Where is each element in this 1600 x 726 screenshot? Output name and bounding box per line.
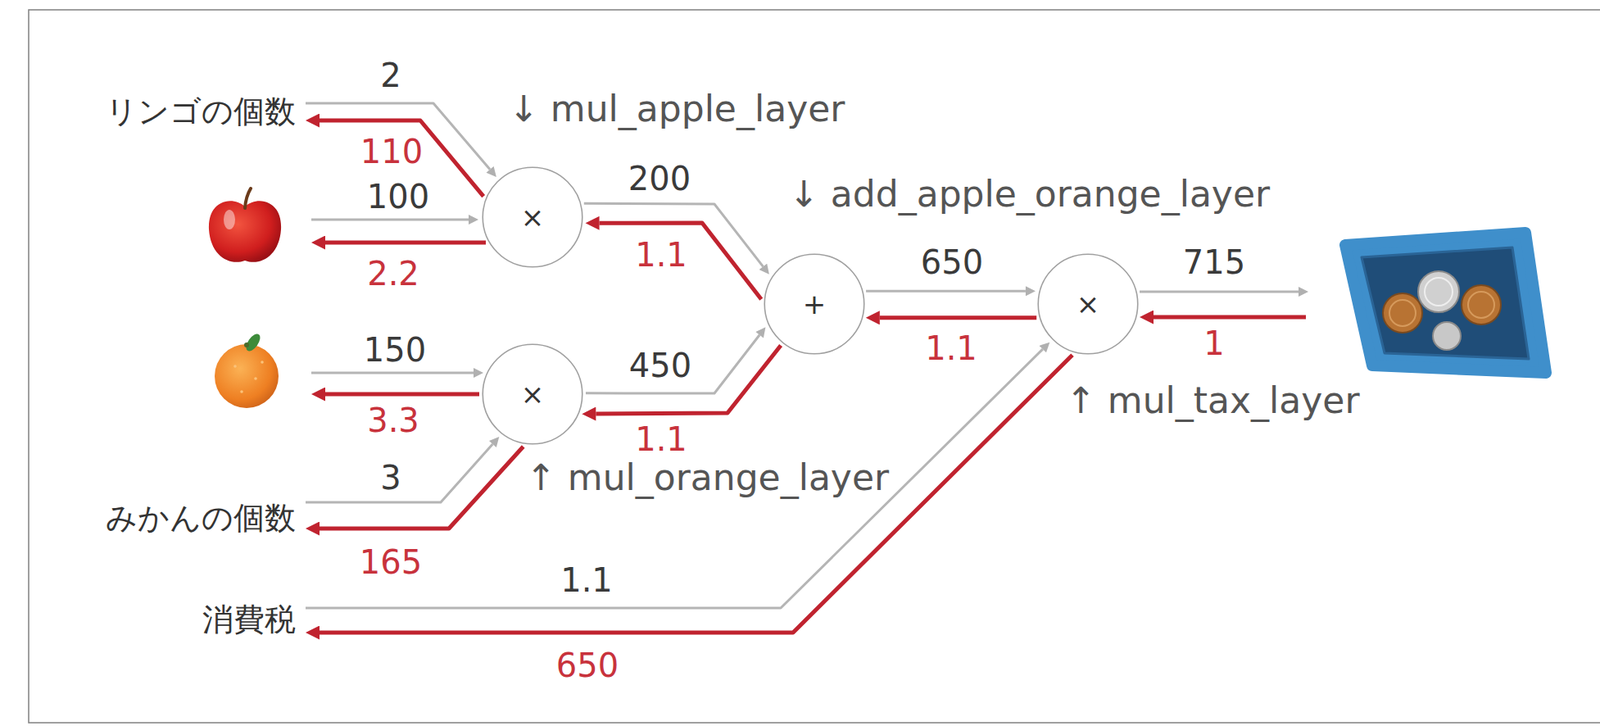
edge-value: 1.1 [922, 330, 980, 367]
wire-value: 3.3 [364, 402, 422, 439]
coin-ring [1468, 291, 1495, 318]
coin [1432, 321, 1461, 350]
wire-value: 150 [361, 331, 429, 368]
tray-rim [1345, 232, 1546, 373]
layer-name: ↓ add_apple_orange_layer [787, 174, 1272, 214]
wire-value: 1 [1201, 325, 1227, 362]
input-label: リンゴの個数 [105, 91, 296, 132]
input-label: 消費税 [202, 599, 296, 640]
edge-value: 200 [625, 160, 694, 197]
orange-stem [244, 342, 250, 348]
orange-leaf [243, 331, 263, 354]
coin-ring [1389, 299, 1416, 327]
backward-wire [1153, 315, 1306, 320]
operation-node: × [1037, 253, 1139, 355]
edge-value: 450 [626, 347, 694, 384]
node-text: リンゴの個数 [105, 91, 296, 132]
forward-wire [311, 218, 469, 222]
node-text: × [521, 203, 545, 232]
node-circle [482, 344, 583, 445]
forward-wire [1139, 290, 1299, 294]
backward-connector [319, 354, 1073, 633]
layer-name: ↑ mul_tax_layer [1064, 380, 1361, 421]
node-text: × [1076, 290, 1101, 318]
operation-node: × [481, 166, 584, 268]
edge-value: 2 [377, 57, 404, 94]
edge-value: 165 [357, 543, 425, 581]
node-text: みかんの個数 [105, 498, 296, 539]
wire-value: 2.2 [364, 255, 422, 292]
forward-connector [865, 290, 1026, 293]
edge-value: 1.1 [632, 421, 690, 458]
edge-value: 650 [553, 647, 621, 684]
backward-wire [325, 240, 486, 245]
backward-connector [319, 446, 524, 529]
forward-connector [305, 444, 493, 503]
forward-connector [585, 335, 760, 394]
layer-name: ↓ mul_apple_layer [507, 89, 847, 129]
node-circle [482, 167, 583, 268]
coin [1382, 293, 1423, 333]
node-text: 消費税 [202, 599, 296, 640]
forward-connector [305, 103, 490, 170]
orange-illustration [214, 331, 279, 408]
orange-dot [253, 376, 258, 381]
coin-tray-illustration [1345, 232, 1546, 373]
backward-connector [599, 222, 762, 300]
backward-wire [325, 392, 480, 397]
apple-highlight [223, 209, 236, 230]
coin-ring [1424, 277, 1453, 306]
operation-node: + [763, 253, 866, 355]
operation-node: × [481, 343, 584, 445]
backward-connector [595, 345, 781, 415]
backward-connector [879, 315, 1037, 320]
apple-body [208, 200, 282, 263]
orange-dot [260, 360, 264, 364]
forward-wire [311, 371, 474, 375]
apple-stem [244, 188, 251, 209]
node-text: + [802, 290, 827, 318]
edge-value: 650 [918, 244, 986, 281]
edge-value: 1.1 [632, 236, 690, 273]
coin [1461, 285, 1501, 325]
wire-value: 100 [364, 178, 432, 215]
edge-value: 3 [377, 459, 404, 496]
coin [1418, 271, 1460, 313]
node-text: × [521, 380, 545, 408]
edge-value: 1.1 [557, 562, 616, 599]
orange-dot [233, 364, 237, 368]
node-circle [764, 253, 865, 354]
node-circle [1037, 253, 1138, 354]
apple-illustration [208, 188, 282, 263]
orange-body [214, 344, 279, 408]
diagram-frame [28, 9, 1600, 723]
layer-name: ↑ mul_orange_layer [524, 457, 891, 498]
input-label: みかんの個数 [105, 498, 296, 539]
orange-dot [240, 389, 244, 394]
edge-value: 110 [358, 133, 426, 170]
fixed-wires [311, 219, 1306, 395]
tray-inside [1361, 247, 1529, 359]
wire-value: 715 [1180, 244, 1248, 281]
forward-connector [305, 349, 1043, 608]
